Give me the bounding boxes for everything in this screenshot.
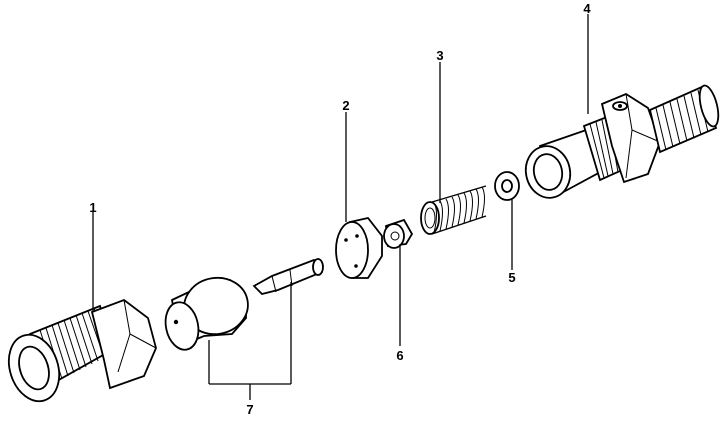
part-1-holder-nut <box>7 212 157 403</box>
part-7-nozzle-body <box>164 276 249 351</box>
part-7-nozzle-needle <box>252 258 324 295</box>
part-6-spring-seat <box>383 218 414 346</box>
callout-4-label: 4 <box>583 1 591 16</box>
callout-3-label: 3 <box>436 48 443 63</box>
callout-2-label: 2 <box>342 98 349 113</box>
part-2-intermediate-disc <box>335 112 383 279</box>
part-5-washer <box>494 171 520 270</box>
callout-6-label: 6 <box>396 348 403 363</box>
callout-1-label: 1 <box>89 200 96 215</box>
part-3-pressure-spring <box>420 62 487 235</box>
part-4-holder-body <box>524 14 720 199</box>
callout-5-label: 5 <box>508 270 515 285</box>
callout-7-label: 7 <box>246 402 253 417</box>
callout-7-bracket <box>208 282 292 400</box>
